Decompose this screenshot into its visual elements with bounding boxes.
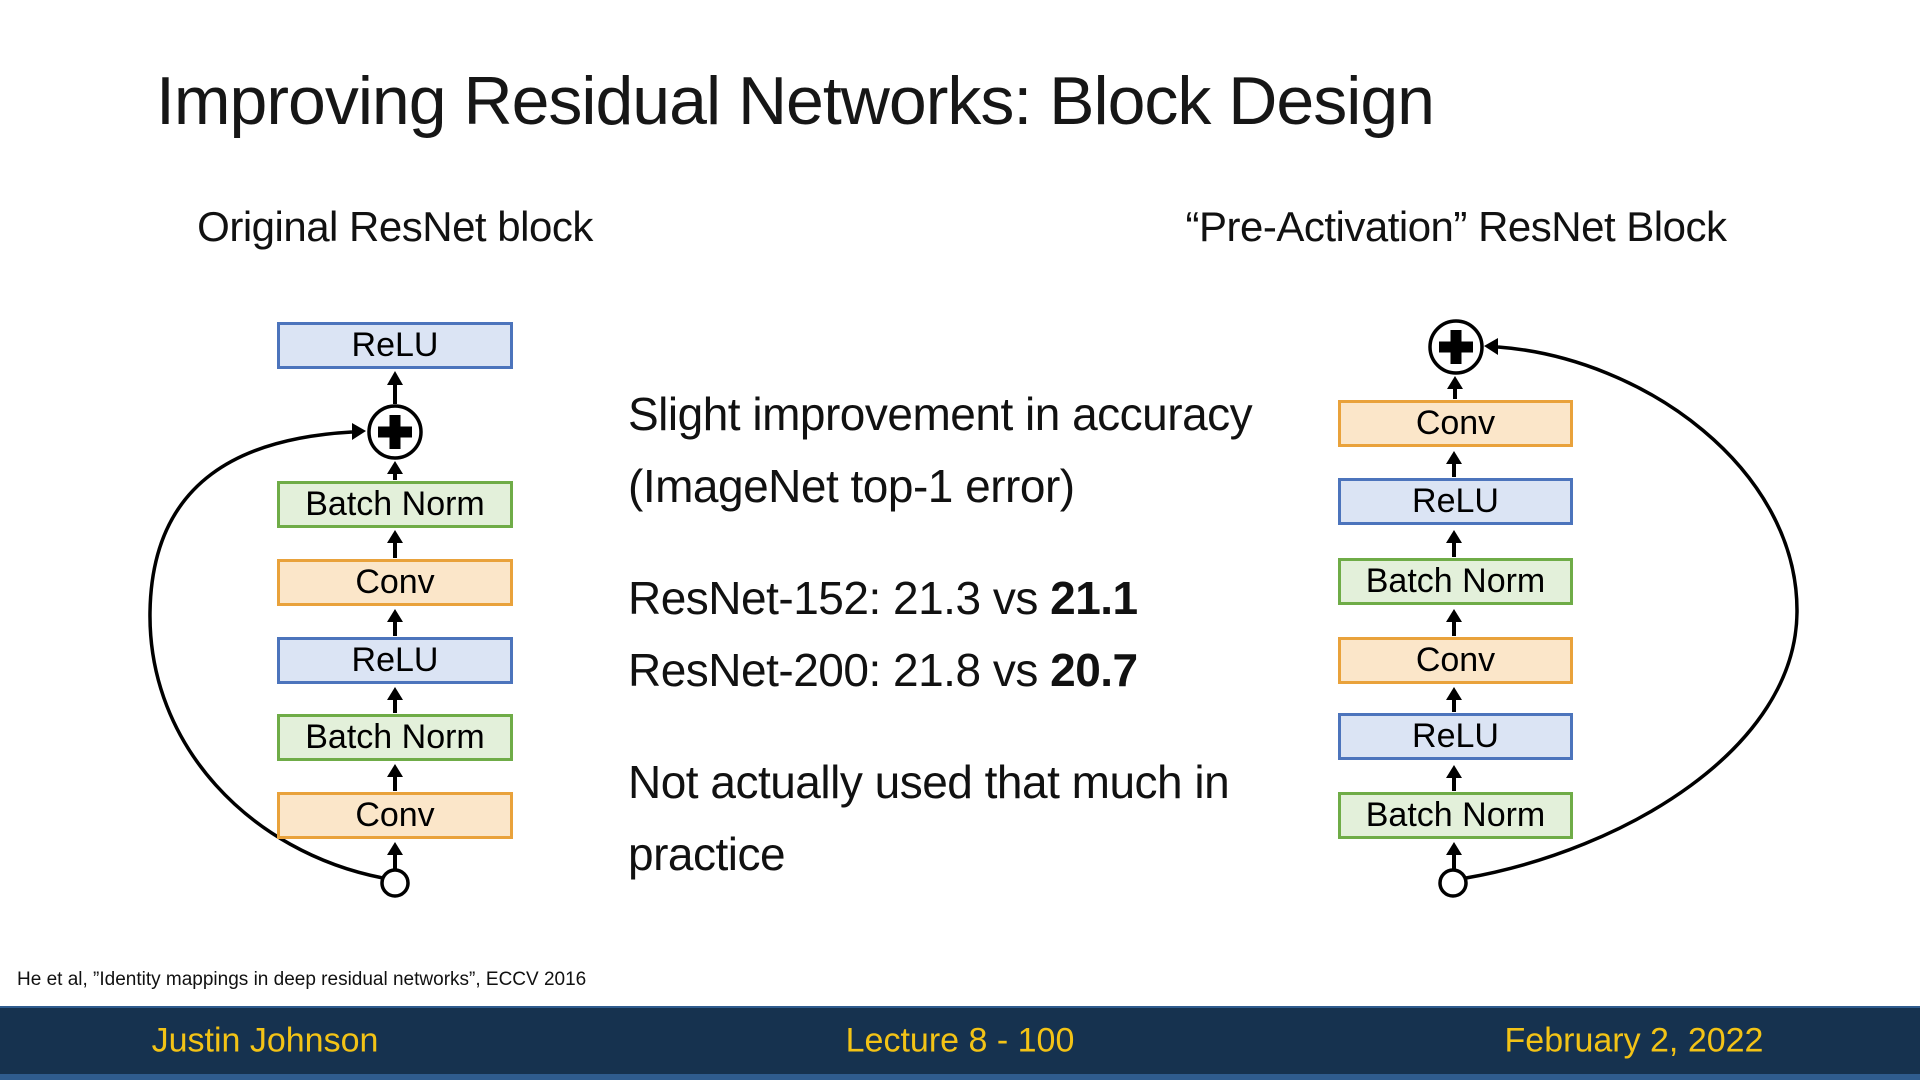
resnet152-result: ResNet-152: 21.3 vs <box>628 572 1051 624</box>
right-plus-in-circle-icon <box>1428 319 1484 375</box>
flow-arrow-up <box>1446 609 1462 622</box>
accuracy-note-line1: Slight improvement in accuracy <box>628 388 1253 440</box>
slide-title: Improving Residual Networks: Block Desig… <box>156 63 1435 139</box>
flow-arrow-up <box>1446 842 1462 855</box>
footer-date: February 2, 2022 <box>1504 1021 1764 1060</box>
resnet200-improved-value: 20.7 <box>1050 644 1138 696</box>
flow-arrow-up <box>387 842 403 855</box>
practice-note-line1: Not actually used that much in <box>628 756 1230 808</box>
left-diagram-heading: Original ResNet block <box>197 203 593 250</box>
practice-note: Not actually used that much in practice <box>628 746 1252 890</box>
footer-lecture-number: Lecture 8 - 100 <box>845 1021 1075 1060</box>
citation: He et al, ”Identity mappings in deep res… <box>17 969 587 990</box>
flow-arrow-up <box>387 371 403 385</box>
right-block-batchnorm: Batch Norm <box>1338 792 1573 839</box>
commentary-text: Slight improvement in accuracy (ImageNet… <box>628 378 1253 930</box>
resnet152-improved-value: 21.1 <box>1050 572 1138 624</box>
right-skip-arrowhead <box>1484 338 1498 355</box>
left-input-node-circle-icon <box>380 868 410 898</box>
flow-arrow-up <box>387 764 403 777</box>
footer-bar: Justin Johnson Lecture 8 - 100 February … <box>0 1006 1920 1080</box>
practice-note-line2: practice <box>628 828 786 880</box>
left-block-conv: Conv <box>277 559 513 606</box>
flow-arrow-up <box>1446 765 1462 778</box>
right-block-conv: Conv <box>1338 400 1573 447</box>
right-block-conv: Conv <box>1338 637 1573 684</box>
left-block-batchnorm: Batch Norm <box>277 481 513 528</box>
left-plus-in-circle-icon <box>367 404 423 460</box>
right-block-relu: ReLU <box>1338 478 1573 525</box>
left-block-relu: ReLU <box>277 322 513 369</box>
flow-arrow-up <box>387 609 403 622</box>
flow-arrow-up <box>1446 530 1462 543</box>
left-skip-arrowhead <box>352 423 366 440</box>
accuracy-note: Slight improvement in accuracy (ImageNet… <box>628 378 1253 522</box>
footer-author: Justin Johnson <box>151 1021 379 1060</box>
left-block-batchnorm: Batch Norm <box>277 714 513 761</box>
flow-arrow-up <box>1446 451 1462 464</box>
flow-arrow-up <box>387 461 403 474</box>
flow-arrow-up <box>387 530 403 543</box>
right-block-relu: ReLU <box>1338 713 1573 760</box>
flow-arrow-up <box>1446 687 1462 700</box>
resnet-results: ResNet-152: 21.3 vs 21.1 ResNet-200: 21.… <box>628 562 1252 706</box>
left-block-relu: ReLU <box>277 637 513 684</box>
right-block-batchnorm: Batch Norm <box>1338 558 1573 605</box>
left-block-conv: Conv <box>277 792 513 839</box>
flow-arrow-up <box>387 687 403 700</box>
right-input-node-circle-icon <box>1438 868 1468 898</box>
resnet200-result: ResNet-200: 21.8 vs <box>628 644 1051 696</box>
accuracy-note-line2: (ImageNet top-1 error) <box>628 460 1075 512</box>
flow-arrow-up <box>1447 376 1463 389</box>
right-diagram-heading: “Pre-Activation” ResNet Block <box>1185 203 1728 250</box>
